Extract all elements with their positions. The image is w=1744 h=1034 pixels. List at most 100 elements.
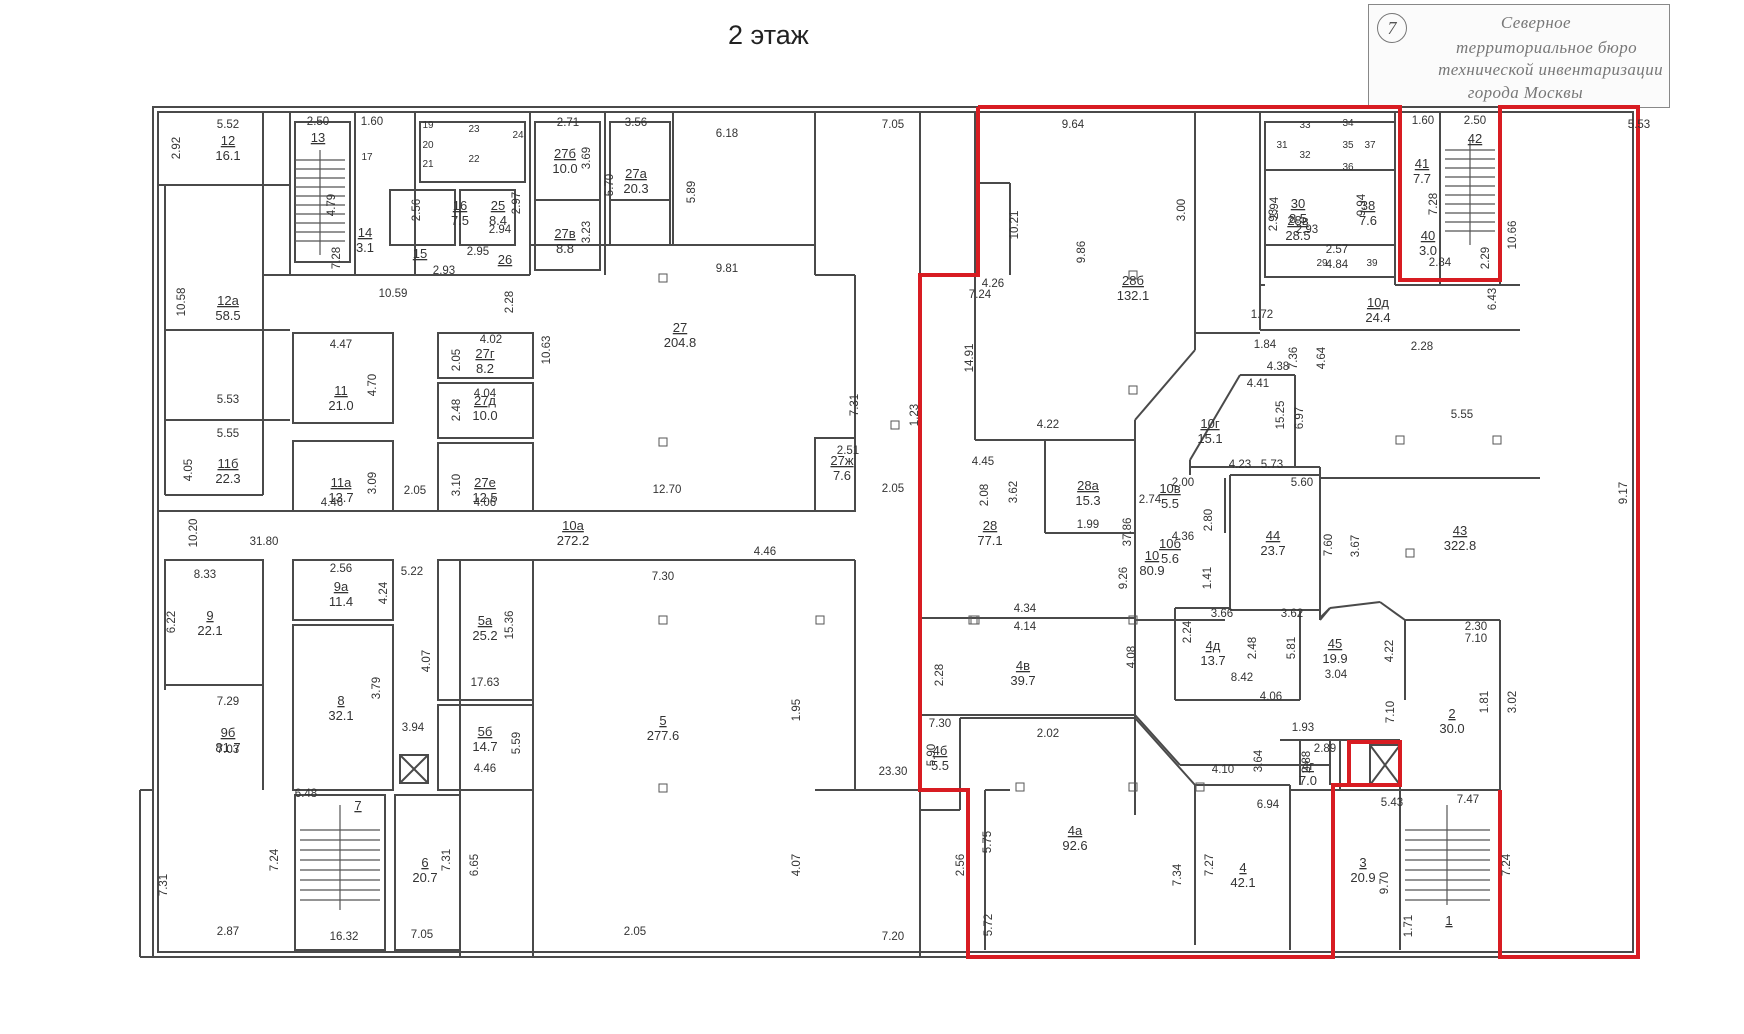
dimension-label: 31.80 (250, 536, 279, 548)
ceiling-mark (1128, 782, 1138, 792)
dimension-label: 3.10 (451, 474, 463, 496)
wall-line (1189, 374, 1241, 461)
room-area: 23.7 (1260, 543, 1285, 558)
dimension-label: 16.32 (330, 931, 359, 943)
room-number: 4а (1068, 823, 1083, 838)
ceiling-mark (1195, 782, 1205, 792)
room-number: 27ж (830, 453, 853, 468)
dimension-label: 9.64 (1062, 119, 1085, 131)
room-number: 11а (331, 475, 352, 490)
room-number: 12а (217, 293, 239, 308)
room-area: 30.0 (1439, 721, 1464, 736)
dimension-label: 7.05 (882, 119, 904, 131)
room-area: 24.4 (1365, 310, 1390, 325)
small-room-number: 31 (1276, 140, 1288, 151)
dimension-label: 5.59 (511, 732, 523, 754)
wall-rect (534, 199, 601, 271)
wall-line (1369, 744, 1401, 786)
dimension-label: 2.28 (1411, 341, 1433, 353)
room-area: 80.9 (1139, 563, 1164, 578)
dimension-label: 2.48 (1247, 637, 1259, 659)
dimension-label: 7.28 (1428, 193, 1440, 215)
dimension-label: 1.81 (1479, 691, 1491, 713)
small-room-number: 35 (1342, 140, 1354, 151)
dimension-label: 7.24 (969, 289, 992, 301)
floor-title: 2 этаж (728, 20, 809, 50)
room-number: 28 (983, 518, 997, 533)
dimension-label: 1.99 (1077, 519, 1099, 531)
room-number: 10 (1145, 548, 1159, 563)
dimension-label: 2.87 (217, 926, 239, 938)
wall-line (1134, 714, 1181, 766)
room-area: 15.1 (1197, 431, 1222, 446)
dimension-label: 37.86 (1122, 518, 1134, 547)
dimension-label: 2.05 (882, 483, 904, 495)
room-area: 8.4 (489, 213, 507, 228)
ceiling-mark (890, 420, 900, 430)
dimension-label: 4.41 (1247, 378, 1269, 390)
dimension-label: 7.29 (217, 696, 239, 708)
dimension-label: 2.02 (1037, 728, 1059, 740)
room-area: 28.5 (1285, 228, 1310, 243)
dimension-label: 2.88 (1301, 751, 1313, 773)
dimension-label: 5.43 (1381, 797, 1403, 809)
dimension-label: 6.18 (716, 128, 738, 140)
dimension-label: 2.93 (1268, 209, 1280, 231)
dimension-label: 3.69 (581, 147, 593, 169)
highlight-outline-right (978, 105, 1640, 959)
dimension-label: 4.10 (1212, 764, 1234, 776)
dimension-label: 1.95 (791, 699, 803, 721)
dimension-label: 1.60 (361, 116, 383, 128)
dimension-label: 3.62 (1008, 481, 1020, 503)
dimension-label: 7.34 (1172, 863, 1184, 886)
dimension-label: 5.70 (604, 174, 616, 196)
dimension-label: 2.89 (1314, 743, 1336, 755)
room-area: 10.0 (472, 408, 497, 423)
dimension-label: 8.42 (1231, 672, 1253, 684)
room-number: 8 (337, 693, 344, 708)
dimension-label: 2.93 (433, 265, 455, 277)
dimension-label: 2.30 (1465, 621, 1487, 633)
dimension-label: 10.21 (1009, 211, 1021, 240)
dimension-label: 2.56 (330, 563, 352, 575)
dimension-label: 2.50 (307, 116, 329, 128)
room-area: 277.6 (647, 728, 680, 743)
room-number: 27г (475, 346, 494, 361)
dimension-label: 1.71 (1403, 915, 1415, 937)
dimension-label: 4.23 (1229, 459, 1251, 471)
room-number: 11б (218, 456, 239, 471)
room-area: 16.1 (215, 148, 240, 163)
room-number: 3 (1359, 855, 1366, 870)
dimension-label: 5.55 (1451, 409, 1473, 421)
room-area: 81.7 (215, 740, 240, 755)
dimension-label: 2.94 (1269, 196, 1281, 219)
small-room-number: 36 (1342, 162, 1354, 173)
dimension-label: 5.55 (217, 428, 239, 440)
small-room-number: 20 (422, 140, 434, 151)
wall-rect (609, 199, 671, 246)
small-room-number: 21 (422, 159, 434, 170)
dimension-label: 7.20 (882, 931, 904, 943)
dimension-label: 2.51 (837, 445, 859, 457)
dimension-label: 3.00 (1176, 199, 1188, 221)
dimension-label: 4.45 (972, 456, 994, 468)
wall-rect (419, 121, 526, 183)
room-number: 6 (421, 855, 428, 870)
room-number: 5б (478, 724, 493, 739)
room-number: 4г (1302, 758, 1314, 773)
dimension-label: 1.72 (1251, 309, 1273, 321)
dimension-label: 23.30 (879, 766, 908, 778)
room-area: 58.5 (215, 308, 240, 323)
small-room-number: 34 (1342, 118, 1354, 129)
room-area: 92.6 (1062, 838, 1087, 853)
dimension-label: 10.63 (541, 336, 553, 365)
dimension-label: 5.52 (217, 119, 239, 131)
room-number: 43 (1453, 523, 1467, 538)
dimension-label: 3.64 (1253, 749, 1265, 772)
dimension-label: 2.97 (511, 192, 523, 214)
dimension-label: 2.57 (1326, 244, 1348, 256)
stamp-line: города Москвы (1467, 83, 1583, 102)
ceiling-mark (658, 615, 668, 625)
room-number: 27а (625, 166, 647, 181)
